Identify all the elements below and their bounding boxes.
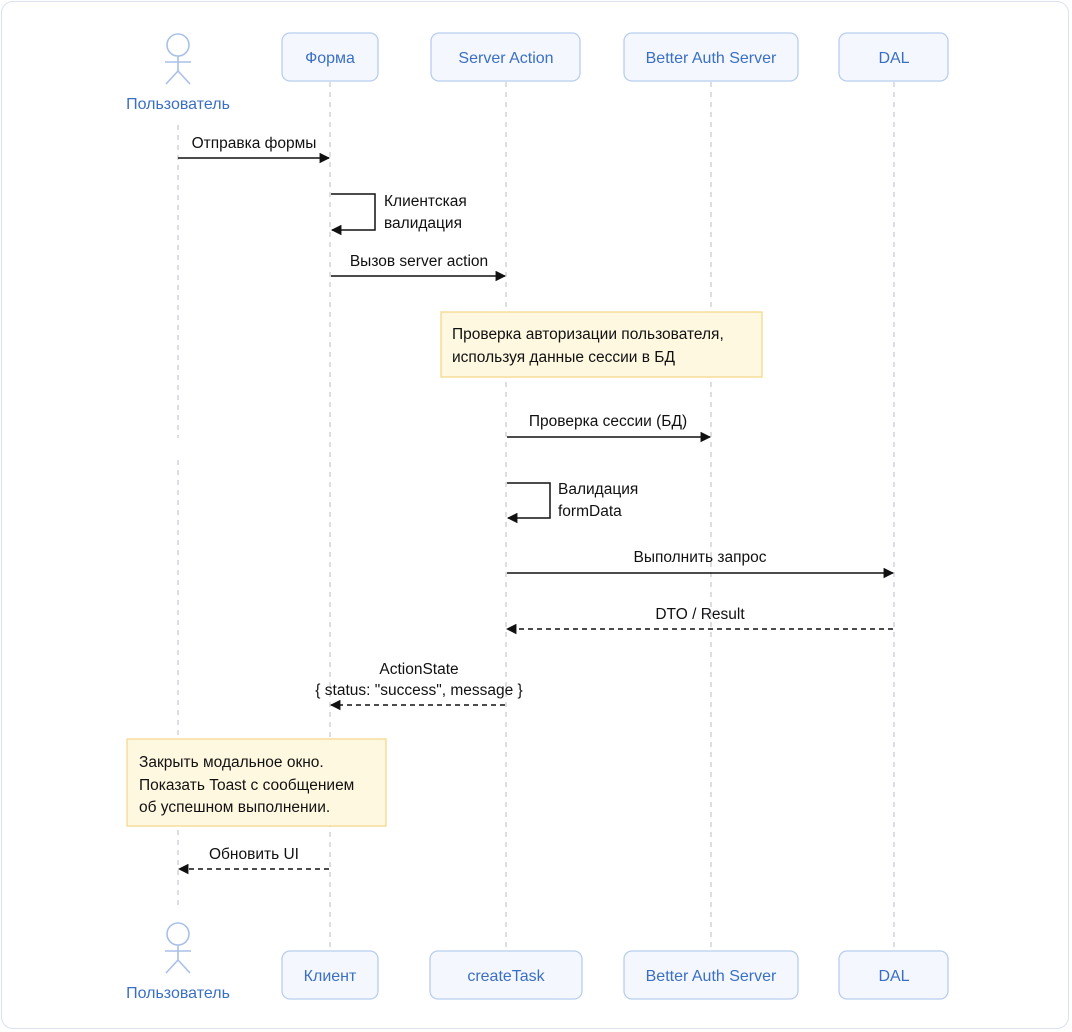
actor-user-bottom-label: Пользователь	[126, 985, 230, 1002]
message-action-state-label-1: ActionState	[379, 661, 458, 678]
message-run-query: Выполнить запрос	[507, 549, 895, 579]
participant-form-top: Форма	[281, 32, 379, 82]
participant-client-bottom-label: Клиент	[304, 968, 357, 985]
message-call-action-label: Вызов server action	[350, 253, 488, 270]
actor-user-bottom: Пользователь	[126, 922, 230, 1002]
message-validate-formdata-label-1: Валидация	[558, 481, 638, 498]
message-call-action: Вызов server action	[331, 253, 507, 282]
note-auth-check-line-2: используя данные сессии в БД	[452, 349, 675, 366]
message-submit-form: Отправка формы	[178, 135, 331, 164]
participant-dal-top: DAL	[838, 32, 949, 82]
participant-dal-top-label: DAL	[878, 50, 909, 67]
participant-form-top-label: Форма	[305, 50, 355, 67]
note-close-modal-line-1: Закрыть модальное окно.	[139, 754, 324, 771]
message-validate-formdata-label-2: formData	[558, 503, 622, 520]
message-dto-result: DTO / Result	[505, 606, 893, 635]
participant-create-task-bottom-label: createTask	[467, 968, 545, 985]
actor-user-top: Пользователь	[126, 33, 230, 113]
message-check-session: Проверка сессии (БД)	[507, 413, 712, 443]
participant-auth-top: Better Auth Server	[623, 32, 799, 82]
message-update-ui-label: Обновить UI	[209, 846, 299, 863]
participant-server-action-top-label: Server Action	[458, 50, 553, 67]
participant-auth-top-label: Better Auth Server	[646, 50, 777, 67]
message-submit-form-label: Отправка формы	[192, 135, 317, 152]
message-dto-result-label: DTO / Result	[655, 606, 745, 623]
participant-create-task-bottom: createTask	[429, 950, 583, 1000]
note-close-modal-line-3: об успешном выполнении.	[139, 799, 330, 816]
note-close-modal-line-2: Показать Toast с сообщением	[139, 777, 354, 794]
actor-head-bottom-icon	[166, 922, 190, 946]
message-update-ui: Обновить UI	[177, 846, 329, 875]
actor-user-top-label: Пользователь	[126, 96, 230, 113]
participant-server-action-top: Server Action	[430, 32, 581, 82]
message-client-validation: Клиентская валидация	[330, 193, 467, 236]
message-action-state: ActionState { status: "success", message…	[315, 661, 523, 711]
message-client-validation-label-1: Клиентская	[384, 193, 467, 210]
actor-head-icon	[166, 33, 190, 57]
message-action-state-label-2: { status: "success", message }	[315, 682, 522, 699]
message-validate-formdata: Валидация formData	[506, 481, 638, 524]
participant-dal-bottom: DAL	[838, 950, 949, 1000]
message-check-session-label: Проверка сессии (БД)	[529, 413, 687, 430]
participant-auth-bottom-label: Better Auth Server	[646, 968, 777, 985]
message-run-query-label: Выполнить запрос	[633, 549, 766, 566]
participant-dal-bottom-label: DAL	[878, 968, 909, 985]
note-auth-check: Проверка авторизации пользователя, испол…	[440, 311, 763, 378]
participant-auth-bottom: Better Auth Server	[623, 950, 799, 1000]
participant-client-bottom: Клиент	[281, 950, 379, 1000]
note-close-modal: Закрыть модальное окно. Показать Toast с…	[126, 738, 387, 827]
message-client-validation-label-2: валидация	[384, 215, 462, 232]
note-auth-check-line-1: Проверка авторизации пользователя,	[452, 326, 724, 343]
